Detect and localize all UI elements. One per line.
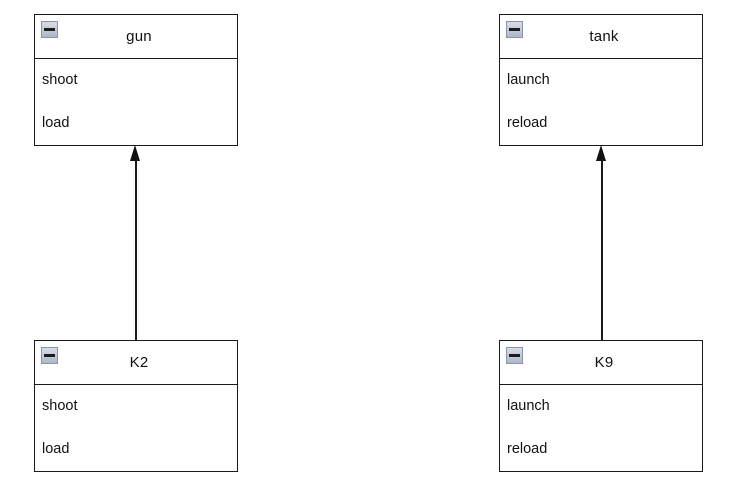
minus-icon-bar	[44, 28, 55, 31]
class-member: launch	[507, 72, 550, 88]
class-name-tank: tank	[589, 28, 619, 45]
class-header-gun: gun	[35, 15, 237, 59]
connector-line	[601, 159, 603, 340]
class-member: launch	[507, 398, 550, 414]
class-box-k2[interactable]: K2 shoot load	[34, 340, 238, 472]
arrowhead-icon	[130, 145, 141, 161]
minus-icon[interactable]	[506, 347, 523, 364]
class-members-gun: shoot load	[35, 59, 237, 158]
class-member: load	[42, 114, 70, 131]
class-header-k2: K2	[35, 341, 237, 385]
class-members-tank: launch reload	[500, 59, 702, 158]
connector-line	[135, 159, 137, 340]
class-members-k9: launch reload	[500, 385, 702, 484]
minus-icon-bar	[509, 354, 520, 357]
class-box-k9[interactable]: K9 launch reload	[499, 340, 703, 472]
class-name-k2: K2	[129, 354, 149, 371]
class-member: reload	[507, 440, 548, 457]
minus-icon[interactable]	[506, 21, 523, 38]
class-member: load	[42, 440, 70, 457]
class-member: shoot	[42, 398, 78, 414]
class-member: shoot	[42, 72, 78, 88]
minus-icon[interactable]	[41, 347, 58, 364]
minus-icon-bar	[44, 354, 55, 357]
class-member: reload	[507, 114, 548, 131]
minus-icon-bar	[509, 28, 520, 31]
class-members-k2: shoot load	[35, 385, 237, 484]
class-name-gun: gun	[126, 28, 152, 45]
class-header-k9: K9	[500, 341, 702, 385]
class-box-gun[interactable]: gun shoot load	[34, 14, 238, 146]
class-header-tank: tank	[500, 15, 702, 59]
arrowhead-icon	[596, 145, 607, 161]
class-box-tank[interactable]: tank launch reload	[499, 14, 703, 146]
class-name-k9: K9	[594, 354, 614, 371]
minus-icon[interactable]	[41, 21, 58, 38]
